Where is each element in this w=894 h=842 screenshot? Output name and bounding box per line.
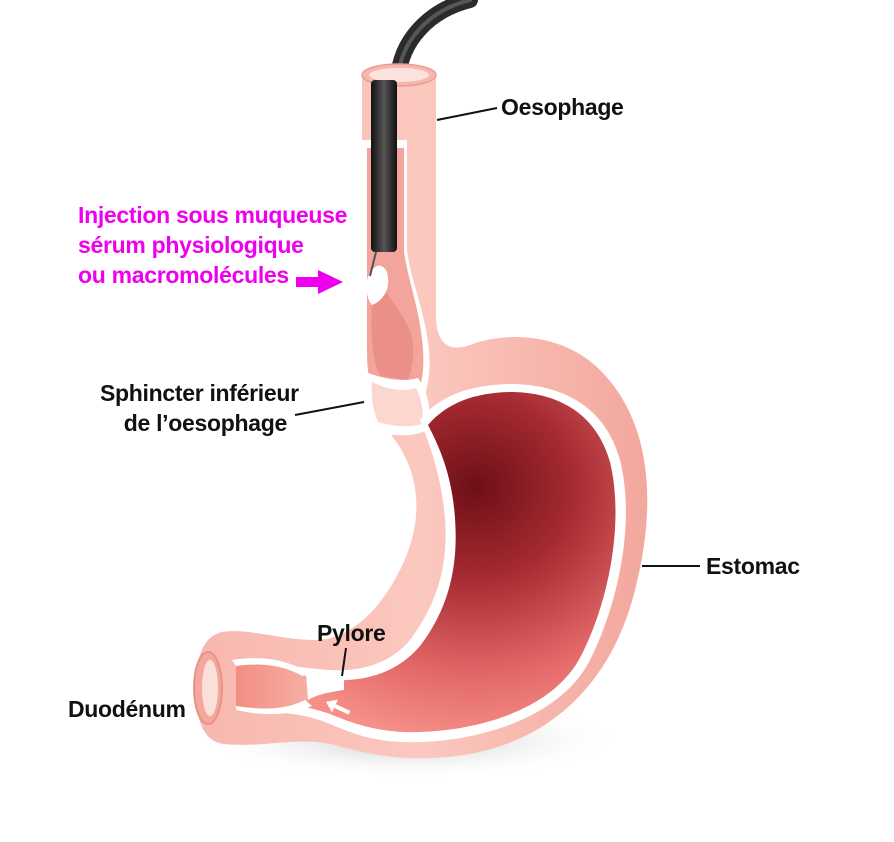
sphincter-leader-line (294, 401, 365, 416)
label-sphincter-line-2: de l’oesophage (123, 410, 288, 436)
label-injection-line-3: ou macromolécules (78, 262, 289, 288)
pylorus-flow-arrow (325, 699, 351, 715)
label-estomac-text: Estomac (706, 553, 800, 579)
label-duodenum-text: Duodénum (68, 696, 186, 722)
endoscope-tip (371, 80, 397, 252)
label-sphincter-line-1: Sphincter inférieur (100, 380, 299, 406)
label-estomac: Estomac (706, 551, 800, 581)
label-injection-line-1: Injection sous muqueuse (78, 202, 348, 228)
injection-arrow-icon (296, 270, 343, 294)
label-injection-line-2: sérum physiologique (78, 232, 304, 258)
label-injection: Injection sous muqueuse sérum physiologi… (78, 200, 348, 290)
label-duodenum: Duodénum (68, 694, 186, 724)
stomach-lumen (246, 392, 616, 733)
submucosal-injection-bleb (366, 265, 389, 305)
pylore-leader-line (341, 647, 347, 677)
label-oesophage-text: Oesophage (501, 94, 624, 120)
label-pylore-text: Pylore (317, 620, 386, 646)
duodenum-lumen (236, 662, 314, 711)
oesophage-leader-line (436, 107, 498, 121)
label-oesophage: Oesophage (501, 92, 624, 122)
label-pylore: Pylore (317, 618, 386, 648)
pylorus (306, 672, 344, 700)
injection-needle (369, 251, 377, 277)
label-sphincter: Sphincter inférieur de l’oesophage (100, 378, 299, 438)
